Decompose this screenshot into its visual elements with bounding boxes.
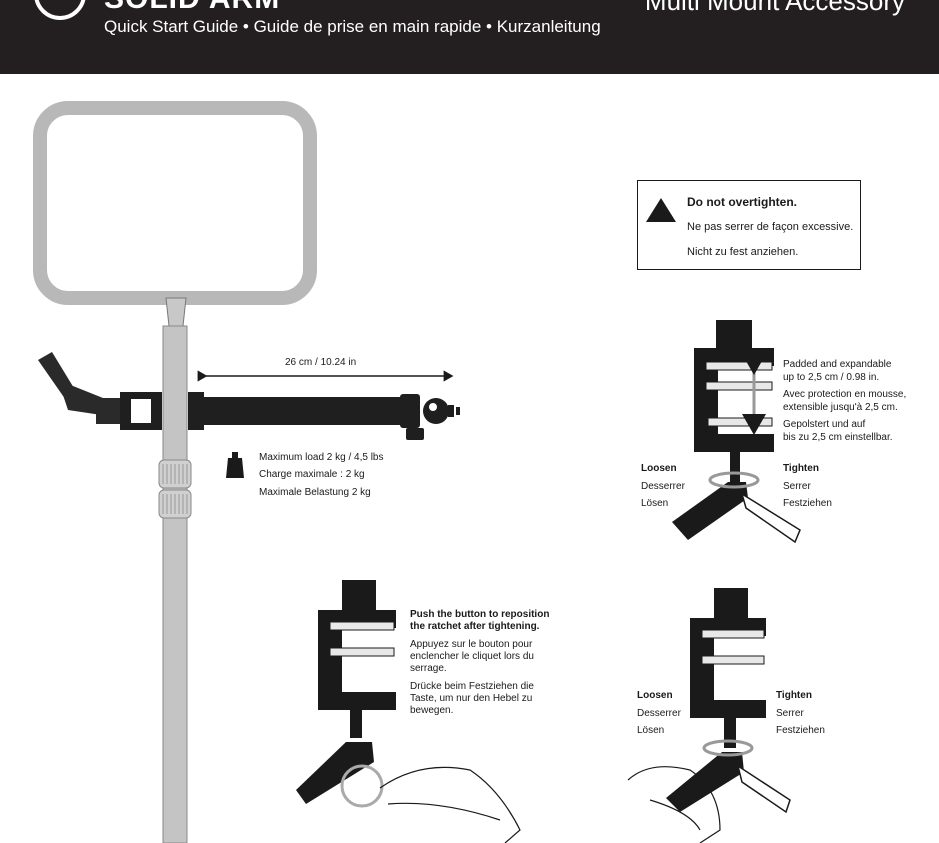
tighten-fr-label: Serrer bbox=[783, 481, 811, 492]
clamp-illustration-ratchet bbox=[296, 580, 521, 843]
ratchet-de-3: bewegen. bbox=[410, 705, 454, 716]
frame-mount bbox=[165, 297, 187, 327]
pole-knurled-grip bbox=[158, 459, 192, 519]
ratchet-de-1: Drücke beim Festziehen die bbox=[410, 681, 534, 692]
ratchet-fr-3: serrage. bbox=[410, 663, 447, 674]
illustration-canvas bbox=[33, 101, 801, 843]
guide-subtitle: Quick Start Guide • Guide de prise en ma… bbox=[104, 17, 601, 36]
vertical-pole bbox=[162, 325, 188, 843]
max-load-de: Maximale Belastung 2 kg bbox=[259, 487, 371, 498]
padded-fr-1: Avec protection en mousse, bbox=[783, 389, 907, 400]
loosen-label: Loosen bbox=[641, 463, 677, 474]
tighten-de-label-2: Festziehen bbox=[776, 725, 825, 736]
logo-ring-icon bbox=[34, 0, 86, 20]
warning-de: Nicht zu fest anziehen. bbox=[687, 246, 799, 258]
warning-box: Do not overtighten. Ne pas serrer de faç… bbox=[637, 180, 861, 270]
ratchet-en-2: the ratchet after tightening. bbox=[410, 621, 540, 632]
ratchet-de-2: Taste, um nur den Hebel zu bbox=[410, 693, 533, 704]
frame-outline bbox=[33, 101, 317, 305]
warning-fr: Ne pas serrer de façon excessive. bbox=[687, 221, 854, 233]
loosen-de-label: Lösen bbox=[641, 498, 669, 509]
loosen-fr-label: Desserrer bbox=[641, 481, 685, 492]
loosen-fr-label-2: Desserrer bbox=[637, 708, 681, 719]
max-load-fr: Charge maximale : 2 kg bbox=[259, 469, 365, 480]
loosen-label-2: Loosen bbox=[637, 690, 673, 701]
padded-en-1: Padded and expandable bbox=[783, 359, 892, 370]
header-bar: SOLID ARM Multi Mount Accessory Quick St… bbox=[0, 0, 939, 74]
warning-icon bbox=[646, 198, 676, 222]
ratchet-en-1: Push the button to reposition bbox=[410, 609, 550, 620]
multi-mount-arm bbox=[38, 352, 460, 440]
clamp-illustration-top bbox=[672, 320, 801, 544]
padded-de-1: Gepolstert und auf bbox=[783, 419, 866, 430]
tighten-label-2: Tighten bbox=[776, 690, 812, 701]
weight-icon bbox=[226, 452, 244, 478]
padded-fr-2: extensible jusqu'à 2,5 cm. bbox=[783, 402, 898, 413]
tighten-fr-label-2: Serrer bbox=[776, 708, 804, 719]
max-load-en: Maximum load 2 kg / 4,5 lbs bbox=[259, 452, 384, 463]
ratchet-fr-2: enclencher le cliquet lors du bbox=[410, 651, 534, 662]
warning-title: Do not overtighten. bbox=[687, 195, 797, 209]
padded-de-2: bis zu 2,5 cm einstellbar. bbox=[783, 432, 893, 443]
brand-name: SOLID ARM bbox=[104, 0, 280, 16]
tighten-de-label: Festziehen bbox=[783, 498, 832, 509]
tighten-label: Tighten bbox=[783, 463, 819, 474]
ratchet-fr-1: Appuyez sur le bouton pour bbox=[410, 639, 533, 650]
padded-en-2: up to 2,5 cm / 0.98 in. bbox=[783, 372, 880, 383]
product-name: Multi Mount Accessory bbox=[644, 0, 905, 16]
clamp-illustration-bottom bbox=[627, 588, 791, 843]
arm-length-label: 26 cm / 10.24 in bbox=[285, 357, 357, 368]
loosen-de-label-2: Lösen bbox=[637, 725, 665, 736]
